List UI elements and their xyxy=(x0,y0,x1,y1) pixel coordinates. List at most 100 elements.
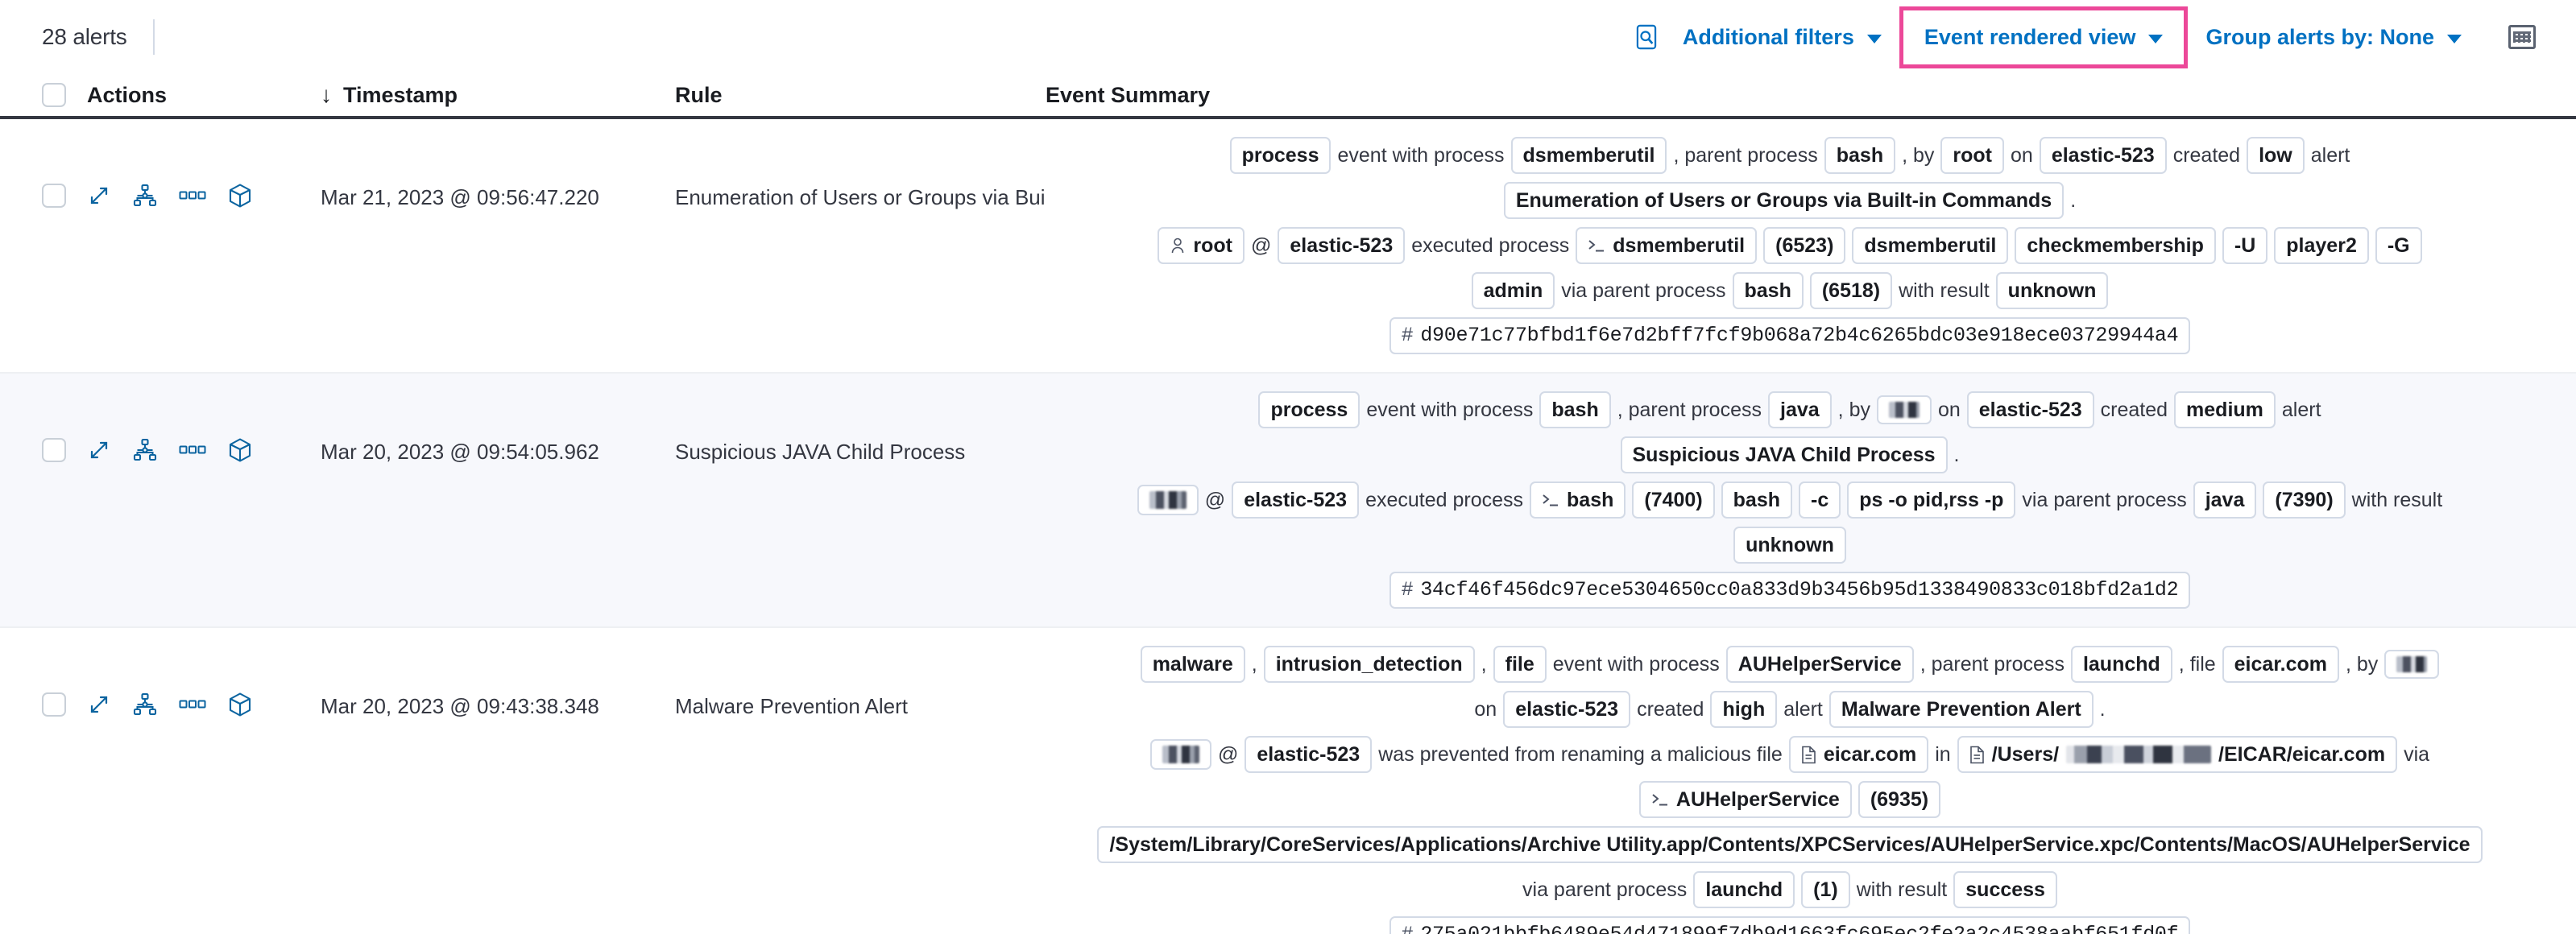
summary-chip[interactable]: -c xyxy=(1799,481,1841,519)
summary-chip[interactable]: file xyxy=(1493,646,1547,683)
summary-chip[interactable]: elastic-523 xyxy=(1966,391,2094,428)
chevron-down-icon xyxy=(1866,34,1882,43)
expand-icon[interactable] xyxy=(87,438,111,462)
summary-chip[interactable]: player2 xyxy=(2274,227,2369,264)
inspect-search-icon[interactable] xyxy=(1623,16,1670,58)
select-all-checkbox[interactable] xyxy=(42,83,66,107)
summary-text: via parent process xyxy=(1561,279,1726,302)
summary-chip[interactable]: eicar.com xyxy=(2222,646,2340,683)
summary-chip[interactable]: bash xyxy=(1530,481,1626,519)
summary-chip[interactable]: dsmemberutil xyxy=(1510,137,1667,174)
summary-chip[interactable]: low xyxy=(2247,137,2305,174)
summary-chip[interactable]: success xyxy=(1953,871,2057,908)
event-rendered-view-button[interactable]: Event rendered view xyxy=(1920,25,2168,50)
header-event-summary[interactable]: Event Summary xyxy=(1046,82,1211,107)
header-timestamp[interactable]: ↓ Timestamp xyxy=(321,83,675,108)
row-actions xyxy=(87,437,253,463)
summary-chip[interactable]: launchd xyxy=(2070,646,2172,683)
summary-chip[interactable]: medium xyxy=(2174,391,2276,428)
keyboard-shortcut-icon[interactable] xyxy=(2508,25,2536,49)
summary-text: , by xyxy=(2346,653,2379,676)
chip-label-suffix: /EICAR/eicar.com xyxy=(2218,743,2386,766)
summary-chip[interactable]: bash xyxy=(1824,137,1896,174)
summary-chip[interactable]: (6518) xyxy=(1809,272,1893,309)
more-actions-icon[interactable] xyxy=(179,699,206,710)
summary-chip[interactable]: elastic-523 xyxy=(1232,481,1360,519)
summary-chip[interactable]: intrusion_detection xyxy=(1263,646,1475,683)
chip-label: java xyxy=(2205,489,2245,511)
row-checkbox[interactable] xyxy=(42,438,66,462)
summary-chip[interactable]: Suspicious JAVA Child Process xyxy=(1620,436,1948,473)
summary-chip[interactable]: AUHelperService xyxy=(1638,781,1852,818)
summary-chip[interactable]: unknown xyxy=(1995,272,2109,309)
summary-chip[interactable]: checkmembership xyxy=(2015,227,2216,264)
summary-chip[interactable]: elastic-523 xyxy=(1503,691,1631,728)
table-header: Actions ↓ Timestamp Rule Event Summary xyxy=(0,74,2576,119)
summary-chip[interactable] xyxy=(1149,739,1211,770)
summary-chip[interactable] xyxy=(2384,650,2440,679)
summary-chip[interactable]: malware xyxy=(1140,646,1245,683)
summary-chip[interactable]: (1) xyxy=(1801,871,1850,908)
summary-chip[interactable]: admin xyxy=(1471,272,1555,309)
summary-chip[interactable]: launchd xyxy=(1693,871,1795,908)
summary-chip[interactable]: dsmemberutil xyxy=(1576,227,1758,264)
summary-chip[interactable]: root xyxy=(1940,137,2004,174)
summary-chip[interactable]: (6523) xyxy=(1763,227,1846,264)
summary-chip[interactable]: unknown xyxy=(1733,527,1846,564)
summary-chip[interactable]: elastic-523 xyxy=(2039,137,2167,174)
summary-chip[interactable]: root xyxy=(1158,227,1245,264)
summary-chip[interactable]: #34cf46f456dc97ece5304650cc0a833d9b3456b… xyxy=(1389,572,2191,609)
session-view-icon[interactable] xyxy=(132,184,158,208)
summary-chip[interactable]: (7400) xyxy=(1632,481,1715,519)
summary-chip[interactable]: Enumeration of Users or Groups via Built… xyxy=(1503,182,2065,219)
package-icon[interactable] xyxy=(227,437,253,463)
more-actions-icon[interactable] xyxy=(179,190,206,201)
summary-chip[interactable] xyxy=(1876,395,1932,424)
summary-chip[interactable]: bash xyxy=(1539,391,1611,428)
summary-chip[interactable]: process xyxy=(1258,391,1360,428)
more-actions-icon[interactable] xyxy=(179,444,206,456)
summary-chip[interactable]: elastic-523 xyxy=(1245,736,1373,773)
summary-chip[interactable]: -G xyxy=(2375,227,2422,264)
package-icon[interactable] xyxy=(227,183,253,209)
summary-line: /System/Library/CoreServices/Application… xyxy=(1046,826,2534,863)
summary-chip[interactable]: AUHelperService xyxy=(1725,646,1914,683)
header-rule[interactable]: Rule xyxy=(675,82,723,107)
summary-chip[interactable]: (7390) xyxy=(2263,481,2346,519)
package-icon[interactable] xyxy=(227,692,253,717)
summary-chip[interactable]: ps -o pid,rss -p xyxy=(1847,481,2016,519)
summary-chip[interactable]: (6935) xyxy=(1857,781,1941,818)
expand-icon[interactable] xyxy=(87,184,111,208)
summary-chip[interactable]: #d90e71c77bfbd1f6e7d2bff7fcf9b068a72b4c6… xyxy=(1389,317,2191,354)
header-actions[interactable]: Actions xyxy=(87,82,168,107)
summary-chip[interactable]: process xyxy=(1229,137,1331,174)
summary-chip[interactable]: high xyxy=(1710,691,1778,728)
summary-text: , parent process xyxy=(1920,653,2065,676)
summary-chip[interactable]: dsmemberutil xyxy=(1852,227,2009,264)
chip-label: d90e71c77bfbd1f6e7d2bff7fcf9b068a72b4c62… xyxy=(1420,324,2179,347)
group-alerts-by-button[interactable]: Group alerts by: None xyxy=(2193,17,2475,58)
expand-icon[interactable] xyxy=(87,692,111,717)
summary-chip[interactable]: java xyxy=(2193,481,2257,519)
summary-chip[interactable]: bash xyxy=(1732,272,1804,309)
summary-chip[interactable]: Malware Prevention Alert xyxy=(1828,691,2094,728)
summary-chip[interactable]: /Users//EICAR/eicar.com xyxy=(1957,736,2398,773)
summary-chip[interactable]: #275a021bbfb6489e54d471899f7db9d1663fc69… xyxy=(1389,916,2191,934)
summary-chip[interactable]: -U xyxy=(2222,227,2268,264)
session-view-icon[interactable] xyxy=(132,692,158,717)
session-view-icon[interactable] xyxy=(132,438,158,462)
summary-chip[interactable] xyxy=(1137,485,1199,515)
additional-filters-button[interactable]: Additional filters xyxy=(1670,17,1895,58)
row-checkbox[interactable] xyxy=(42,692,66,717)
summary-chip[interactable]: bash xyxy=(1721,481,1792,519)
redacted-value xyxy=(2396,656,2428,672)
summary-chip[interactable]: eicar.com xyxy=(1788,736,1929,773)
summary-chip[interactable]: java xyxy=(1768,391,1832,428)
summary-chip[interactable]: /System/Library/CoreServices/Application… xyxy=(1097,826,2483,863)
row-select-cell xyxy=(42,374,87,527)
summary-chip[interactable]: elastic-523 xyxy=(1278,227,1406,264)
row-checkbox[interactable] xyxy=(42,184,66,208)
